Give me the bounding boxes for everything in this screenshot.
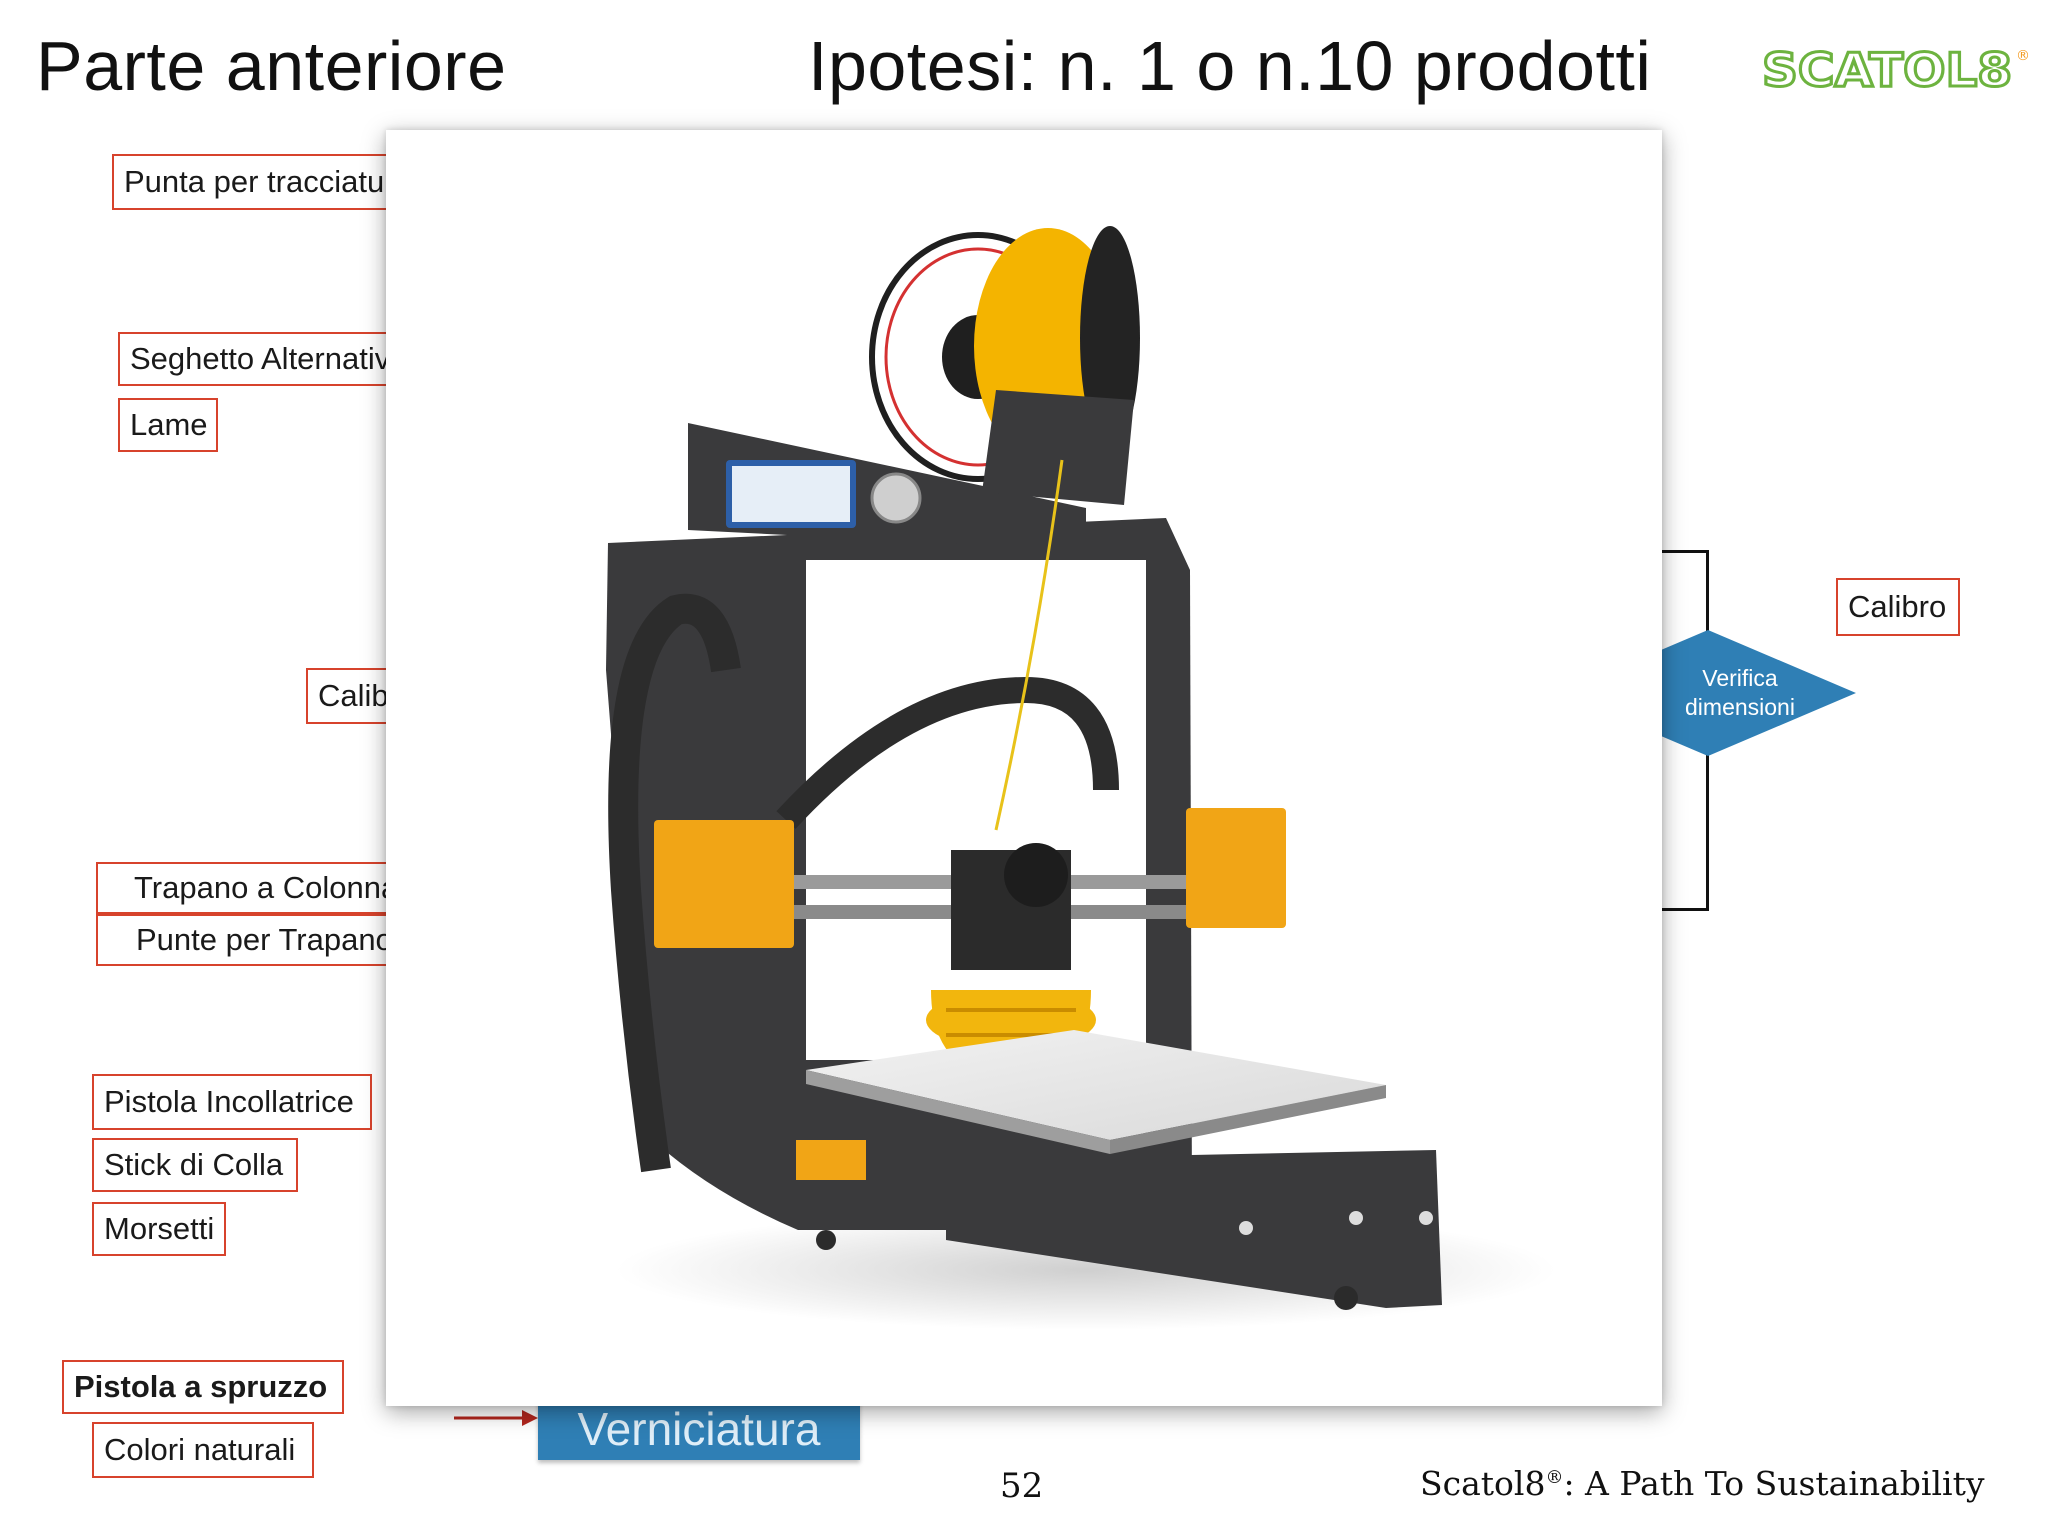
scatol8-logo: SCATOL8 ® — [1762, 44, 2030, 94]
arrow-to-verniciatura — [454, 1410, 538, 1426]
verifica-line1: Verifica — [1702, 665, 1778, 691]
verifica-label: Verifica dimensioni — [1660, 664, 1820, 722]
tag-colori-naturali: Colori naturali — [92, 1422, 314, 1478]
logo-registered-mark: ® — [2016, 48, 2030, 64]
tag-trapano-colonna: Trapano a Colonna — [96, 862, 402, 914]
tag-seghetto-alternativo: Seghetto Alternativo — [118, 332, 402, 386]
flow-connector-bottom — [1660, 752, 1709, 911]
tag-punta-tracciatura: Punta per tracciatura — [112, 154, 402, 210]
printer-photo — [386, 130, 1662, 1406]
verifica-diamond — [1600, 630, 1856, 756]
footer-tagline: Scatol8®: A Path To Sustainability — [1420, 1464, 1985, 1503]
flow-connector-top — [1660, 550, 1709, 639]
logo-wordmark: SCATOL8 — [1762, 44, 2012, 94]
tag-pistola-spruzzo: Pistola a spruzzo — [62, 1360, 344, 1414]
printer-illustration — [606, 226, 1556, 1330]
tag-lame: Lame — [118, 398, 218, 452]
slide-title-left: Parte anteriore — [36, 27, 507, 105]
verniciatura-step: Verniciatura — [538, 1398, 860, 1460]
tag-morsetti: Morsetti — [92, 1202, 226, 1256]
tag-punte-trapano: Punte per Trapano — [96, 914, 402, 966]
slide-title-right: Ipotesi: n. 1 o n.10 prodotti — [808, 27, 1652, 105]
verifica-line2: dimensioni — [1685, 694, 1795, 720]
footer-brand: Scatol8 — [1420, 1464, 1546, 1503]
tag-stick-colla: Stick di Colla — [92, 1138, 298, 1192]
tag-pistola-incollatrice: Pistola Incollatrice — [92, 1074, 372, 1130]
page-number: 52 — [1000, 1466, 1044, 1506]
footer-registered-mark: ® — [1545, 1467, 1564, 1488]
tag-calibro-right: Calibro — [1836, 578, 1960, 636]
footer-rest: : A Path To Sustainability — [1563, 1464, 1985, 1503]
